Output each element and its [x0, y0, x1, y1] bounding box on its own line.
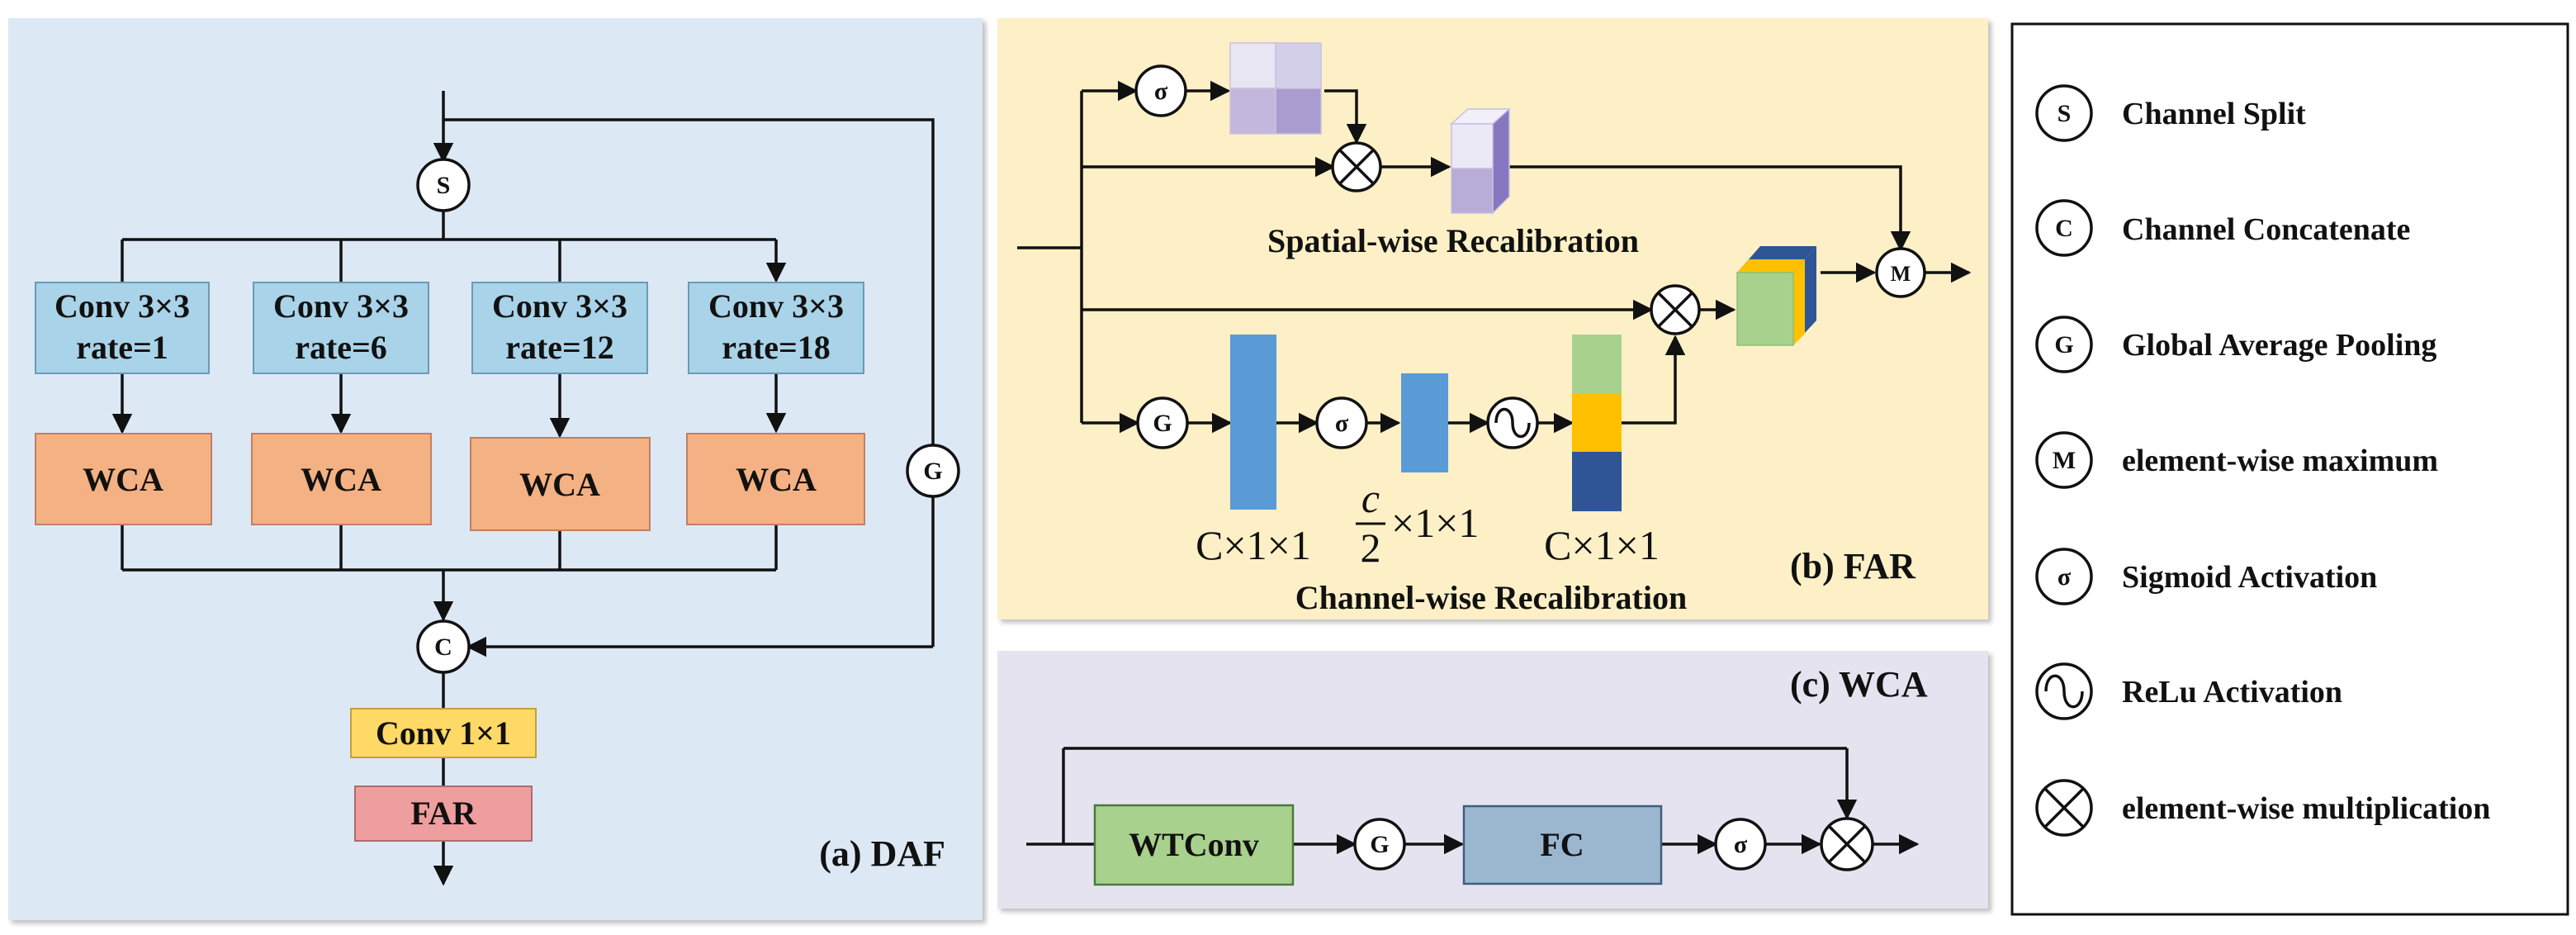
wca-box-1	[35, 433, 212, 525]
legend-item-gap: G Global Average Pooling	[2035, 316, 2436, 373]
legend-item-max: M element-wise maximum	[2035, 431, 2438, 489]
wca-box-2-label: WCA	[301, 461, 381, 498]
legend-panel	[2010, 22, 2569, 916]
relu-icon	[2035, 662, 2093, 720]
legend-symbol-sigmoid: σ	[2057, 563, 2072, 591]
spatial-recalibration-label: Spatial-wise Recalibration	[1267, 222, 1639, 259]
conv-box-4-rate: rate=18	[722, 329, 831, 366]
far-relu-icon	[1486, 396, 1539, 449]
conv-box-4-label: Conv 3×3	[708, 287, 844, 325]
conv-box-2	[253, 282, 429, 374]
wca-multiply-icon	[1820, 817, 1874, 871]
gap-icon	[2035, 316, 2093, 373]
legend-label-split: Channel Split	[2122, 97, 2306, 131]
multiply-icon	[2035, 779, 2093, 837]
legend-label-concat: Channel Concatenate	[2122, 212, 2410, 247]
daf-gap-symbol: G	[923, 458, 942, 485]
legend-item-sigmoid: σ Sigmoid Activation	[2035, 548, 2377, 605]
far-box	[354, 785, 533, 842]
daf-concat-node	[416, 619, 471, 674]
legend-symbol-concat: C	[2055, 215, 2073, 242]
far-sigma-mid-node	[1315, 396, 1368, 449]
wca-sigma-symbol: σ	[1734, 831, 1748, 858]
channel-split-icon	[2035, 84, 2093, 142]
far-multiply-top-icon	[1331, 141, 1382, 192]
conv-box-1	[35, 282, 210, 374]
conv-box-4	[688, 282, 864, 374]
daf-gap-node	[906, 444, 960, 498]
legend-label-relu: ReLu Activation	[2122, 675, 2342, 710]
wca-box-3-label: WCA	[519, 466, 600, 503]
daf-caption: (a) DAF	[819, 833, 945, 874]
wca-sigma-node	[1714, 818, 1767, 871]
conv-box-3-rate: rate=12	[505, 329, 614, 366]
conv-box-3	[471, 282, 648, 374]
channel-bar-half	[1401, 373, 1448, 472]
fc-label: FC	[1540, 826, 1584, 863]
channel-concat-icon	[2035, 199, 2093, 257]
legend-label-max: element-wise maximum	[2122, 444, 2438, 478]
far-sigma-mid-symbol: σ	[1335, 410, 1349, 437]
far-sigma-top-symbol: σ	[1154, 78, 1168, 105]
far-gap-node	[1136, 396, 1189, 449]
fc-box	[1462, 804, 1663, 885]
far-multiply-mid-icon	[1650, 284, 1701, 335]
wca-box-1-label: WCA	[83, 461, 163, 498]
legend-item-channel-split: S Channel Split	[2035, 84, 2306, 142]
conv-box-2-rate: rate=6	[295, 329, 387, 366]
channel-recalibration-label: Channel-wise Recalibration	[1295, 579, 1687, 616]
legend-label-multiply: element-wise multiplication	[2122, 791, 2490, 826]
conv1x1-box	[350, 708, 537, 758]
legend-item-relu: ReLu Activation	[2035, 662, 2342, 720]
conv-box-1-label: Conv 3×3	[54, 287, 190, 325]
far-box-label: FAR	[410, 795, 476, 832]
channel-bar-full	[1230, 335, 1276, 510]
daf-split-symbol: S	[437, 172, 451, 199]
wca-gap-node	[1353, 818, 1406, 871]
dim-second-numerator: c	[1361, 475, 1380, 521]
legend-symbol-gap: G	[2054, 331, 2073, 358]
far-gap-symbol: G	[1153, 410, 1172, 437]
conv1x1-label: Conv 1×1	[376, 714, 511, 752]
legend-label-sigmoid: Sigmoid Activation	[2122, 560, 2377, 595]
spatial-attention-map	[1229, 42, 1322, 135]
wca-gap-symbol: G	[1370, 831, 1389, 858]
far-caption: (b) FAR	[1790, 546, 1916, 586]
wca-box-4-label: WCA	[736, 461, 817, 498]
max-icon	[2035, 431, 2093, 489]
channel-weight-bar	[1572, 335, 1622, 511]
conv-box-1-rate: rate=1	[76, 329, 168, 366]
wtconv-label: WTConv	[1129, 826, 1259, 863]
daf-concat-symbol: C	[434, 634, 452, 661]
conv-box-3-label: Conv 3×3	[492, 287, 627, 325]
far-max-node	[1875, 247, 1926, 298]
dim-second-rest: ×1×1	[1391, 500, 1479, 546]
far-sigma-top-node	[1134, 64, 1187, 117]
wca-box-2	[251, 433, 432, 525]
dim-first: C×1×1	[1196, 522, 1311, 568]
channel-output-cube	[1736, 246, 1816, 346]
legend-symbol-split: S	[2057, 100, 2072, 127]
dim-second-denominator: 2	[1361, 524, 1381, 571]
wca-caption: (c) WCA	[1790, 664, 1928, 705]
spatial-output-cube	[1450, 107, 1511, 215]
legend-item-channel-concat: C Channel Concatenate	[2035, 199, 2410, 257]
legend-item-multiply: element-wise multiplication	[2035, 779, 2490, 837]
sigmoid-icon	[2035, 548, 2093, 605]
dim-third: C×1×1	[1544, 522, 1660, 568]
wtconv-box	[1093, 804, 1295, 886]
wca-box-4	[686, 433, 865, 525]
conv-box-2-label: Conv 3×3	[273, 287, 409, 325]
legend-symbol-max: M	[2053, 447, 2076, 474]
legend-label-gap: Global Average Pooling	[2122, 328, 2436, 363]
far-max-symbol: M	[1891, 262, 1911, 286]
wca-box-3	[470, 437, 651, 531]
daf-split-node	[416, 158, 471, 212]
